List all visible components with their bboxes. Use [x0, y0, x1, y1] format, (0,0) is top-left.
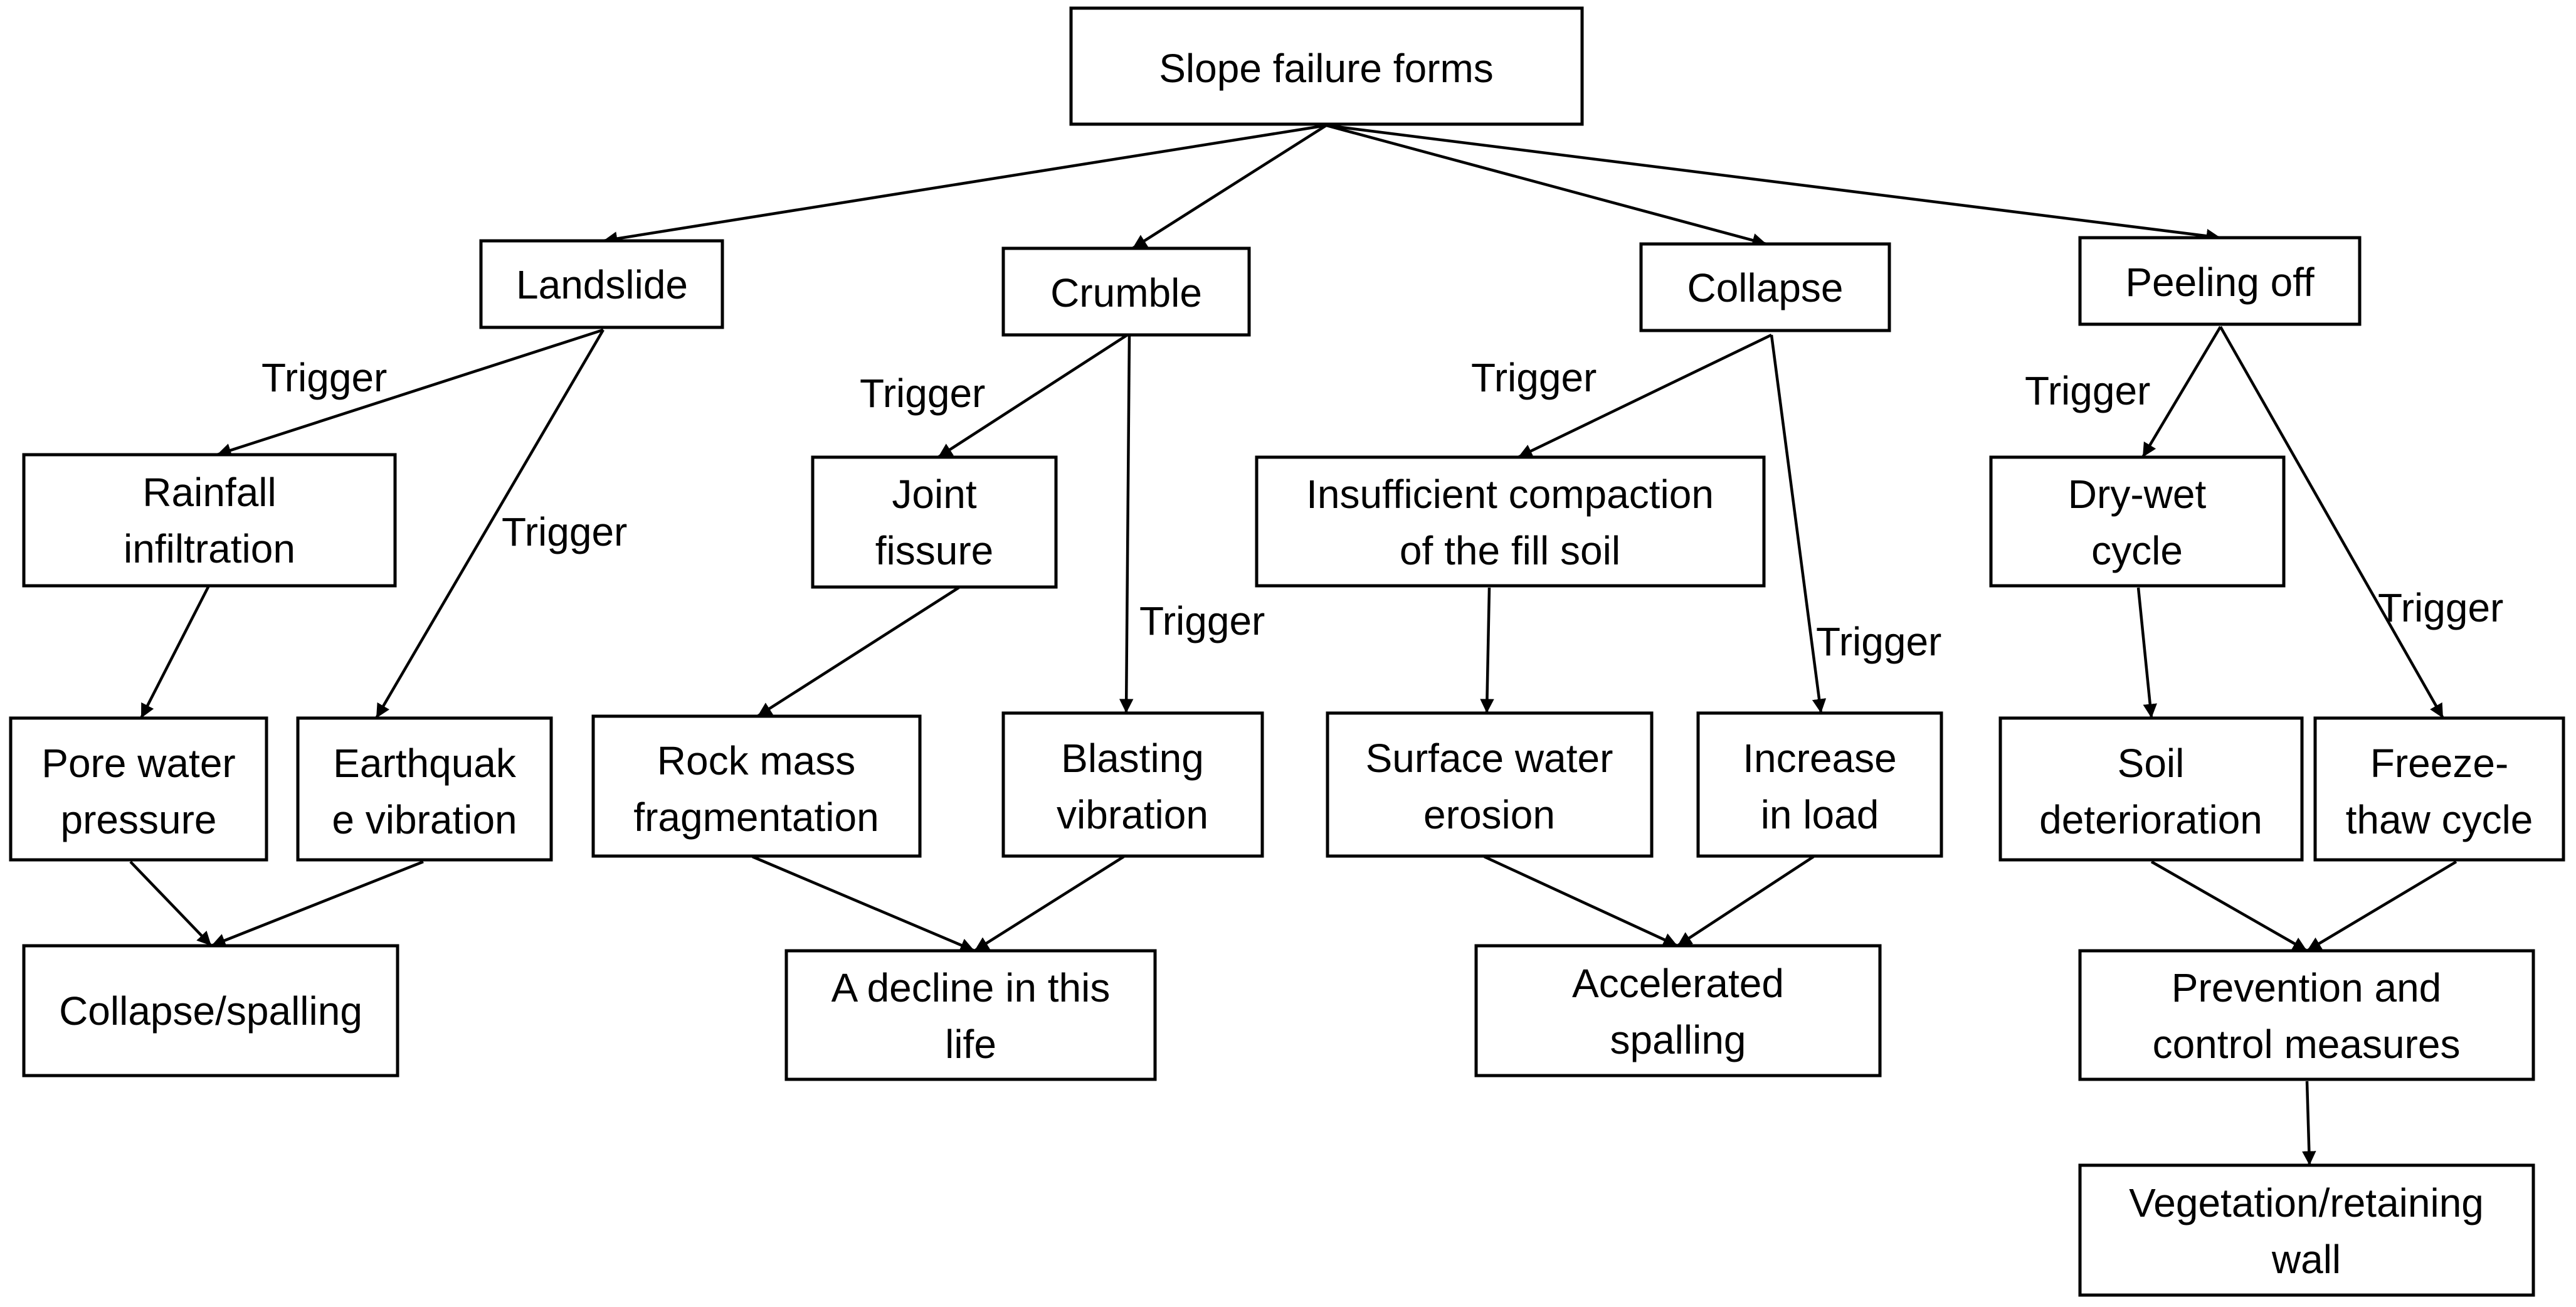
svg-text:deterioration: deterioration [2039, 797, 2262, 842]
node-dry-wet-cycle: Dry-wet cycle [1989, 455, 2286, 588]
svg-text:thaw cycle: thaw cycle [2346, 797, 2533, 842]
edge-soil-prevention [2150, 860, 2308, 952]
node-soil-deterioration: Soil deterioration [1998, 716, 2304, 862]
node-blasting-vibration: Blasting vibration [1001, 711, 1264, 858]
edges [129, 124, 2457, 1166]
trigger-label: Trigger [502, 509, 627, 554]
svg-text:fragmentation: fragmentation [633, 795, 879, 840]
edge-landslide-quake [375, 329, 604, 719]
node-collapse: Collapse [1639, 242, 1891, 332]
node-landslide: Landslide [479, 239, 724, 329]
svg-text:e vibration: e vibration [332, 797, 517, 842]
edge-joint-rockmass [756, 586, 960, 717]
svg-text:spalling: spalling [1610, 1017, 1746, 1062]
svg-text:Vegetation/retaining: Vegetation/retaining [2129, 1180, 2484, 1225]
edge-collapse-load [1770, 334, 1827, 714]
edge-crumble-blasting [1119, 333, 1134, 714]
svg-text:Collapse/spalling: Collapse/spalling [59, 988, 362, 1034]
svg-text:Soil: Soil [2118, 741, 2185, 786]
edge-load-accelerated [1676, 855, 1815, 947]
svg-text:Crumble: Crumble [1050, 270, 1202, 315]
svg-text:Accelerated: Accelerated [1572, 961, 1784, 1006]
node-insufficient-compaction: Insufficient compaction of the fill soil [1255, 455, 1766, 588]
trigger-label: Trigger [261, 355, 387, 400]
edge-prevention-vegetation [2302, 1081, 2316, 1166]
svg-text:Earthquak: Earthquak [333, 741, 517, 786]
nodes: Slope failure forms Landslide Crumble Co… [9, 6, 2565, 1297]
edge-drywet-soil [2136, 587, 2157, 719]
svg-text:vibration: vibration [1057, 792, 1208, 837]
svg-text:Collapse: Collapse [1687, 265, 1843, 310]
svg-text:Peeling off: Peeling off [2125, 260, 2315, 305]
svg-text:Rock mass: Rock mass [657, 738, 856, 783]
edge-labels: Trigger Trigger Trigger Trigger Trigger … [261, 355, 2503, 664]
node-accelerated-spalling: Accelerated spalling [1474, 944, 1882, 1077]
node-earthquake-vibration: Earthquak e vibration [296, 716, 553, 862]
svg-text:of the fill soil: of the fill soil [1400, 528, 1620, 573]
svg-text:Dry-wet: Dry-wet [2068, 472, 2207, 517]
edge-crumble-joint [937, 332, 1131, 458]
svg-text:wall: wall [2271, 1237, 2341, 1282]
node-rainfall-infiltration: Rainfall infiltration [22, 453, 397, 588]
svg-text:Increase: Increase [1743, 736, 1896, 781]
svg-text:Pore water: Pore water [41, 741, 235, 786]
svg-text:pressure: pressure [61, 797, 217, 842]
node-vegetation-retaining-wall: Vegetation/retaining wall [2078, 1163, 2535, 1297]
svg-text:cycle: cycle [2091, 528, 2183, 573]
node-root: Slope failure forms [1069, 6, 1584, 126]
svg-text:Freeze-: Freeze- [2370, 741, 2509, 786]
node-surface-water-erosion: Surface water erosion [1326, 711, 1654, 858]
node-collapse-spalling: Collapse/spalling [22, 944, 399, 1077]
edge-pore-spalling [129, 860, 213, 947]
node-peeling-off: Peeling off [2078, 236, 2362, 326]
svg-text:Surface water: Surface water [1366, 736, 1613, 781]
edge-compaction-surface [1480, 587, 1494, 714]
svg-text:Prevention and: Prevention and [2172, 965, 2442, 1010]
trigger-label: Trigger [2378, 585, 2503, 630]
node-joint-fissure: Joint fissure [811, 455, 1058, 589]
edge-quake-spalling [211, 860, 424, 948]
edge-root-peeling [1326, 124, 2221, 243]
trigger-label: Trigger [1139, 598, 1265, 643]
svg-text:Slope failure forms: Slope failure forms [1159, 46, 1494, 91]
svg-text:in load: in load [1761, 792, 1879, 837]
trigger-label: Trigger [860, 371, 985, 416]
trigger-label: Trigger [2025, 368, 2150, 413]
edge-rainfall-pore [139, 585, 211, 719]
node-prevention-and-control: Prevention and control measures [2078, 949, 2535, 1081]
svg-text:erosion: erosion [1423, 792, 1555, 837]
edge-surface-accelerated [1484, 855, 1678, 948]
svg-text:Blasting: Blasting [1061, 736, 1204, 781]
node-freeze-thaw-cycle: Freeze- thaw cycle [2313, 716, 2565, 862]
trigger-label: Trigger [1471, 355, 1597, 400]
edge-collapse-compaction [1518, 333, 1772, 459]
node-crumble: Crumble [1001, 246, 1251, 337]
svg-text:life: life [945, 1022, 996, 1067]
svg-text:Landslide: Landslide [516, 262, 688, 307]
trigger-label: Trigger [1816, 619, 1941, 664]
edge-rockmass-decline [752, 855, 975, 953]
node-decline-in-life: A decline in this life [784, 949, 1157, 1081]
svg-text:Insufficient compaction: Insufficient compaction [1306, 472, 1714, 517]
node-pore-water-pressure: Pore water pressure [9, 716, 268, 862]
edge-peeling-drywet [2141, 325, 2222, 458]
edge-peeling-freeze [2219, 325, 2444, 719]
edge-root-crumble [1131, 124, 1328, 250]
svg-text:infiltration: infiltration [124, 526, 295, 571]
edge-root-collapse [1326, 124, 1767, 248]
node-increase-in-load: Increase in load [1696, 711, 1943, 858]
svg-text:fissure: fissure [875, 528, 994, 573]
node-rock-mass-fragmentation: Rock mass fragmentation [591, 714, 922, 858]
edge-landslide-rainfall [216, 328, 604, 457]
edge-blasting-decline [973, 855, 1125, 952]
svg-text:Joint: Joint [892, 472, 976, 517]
edge-root-landslide [603, 124, 1327, 246]
svg-text:control measures: control measures [2153, 1022, 2461, 1067]
edge-freeze-prevention [2306, 860, 2457, 952]
svg-text:A decline in this: A decline in this [831, 965, 1111, 1010]
svg-text:Rainfall: Rainfall [142, 470, 276, 515]
